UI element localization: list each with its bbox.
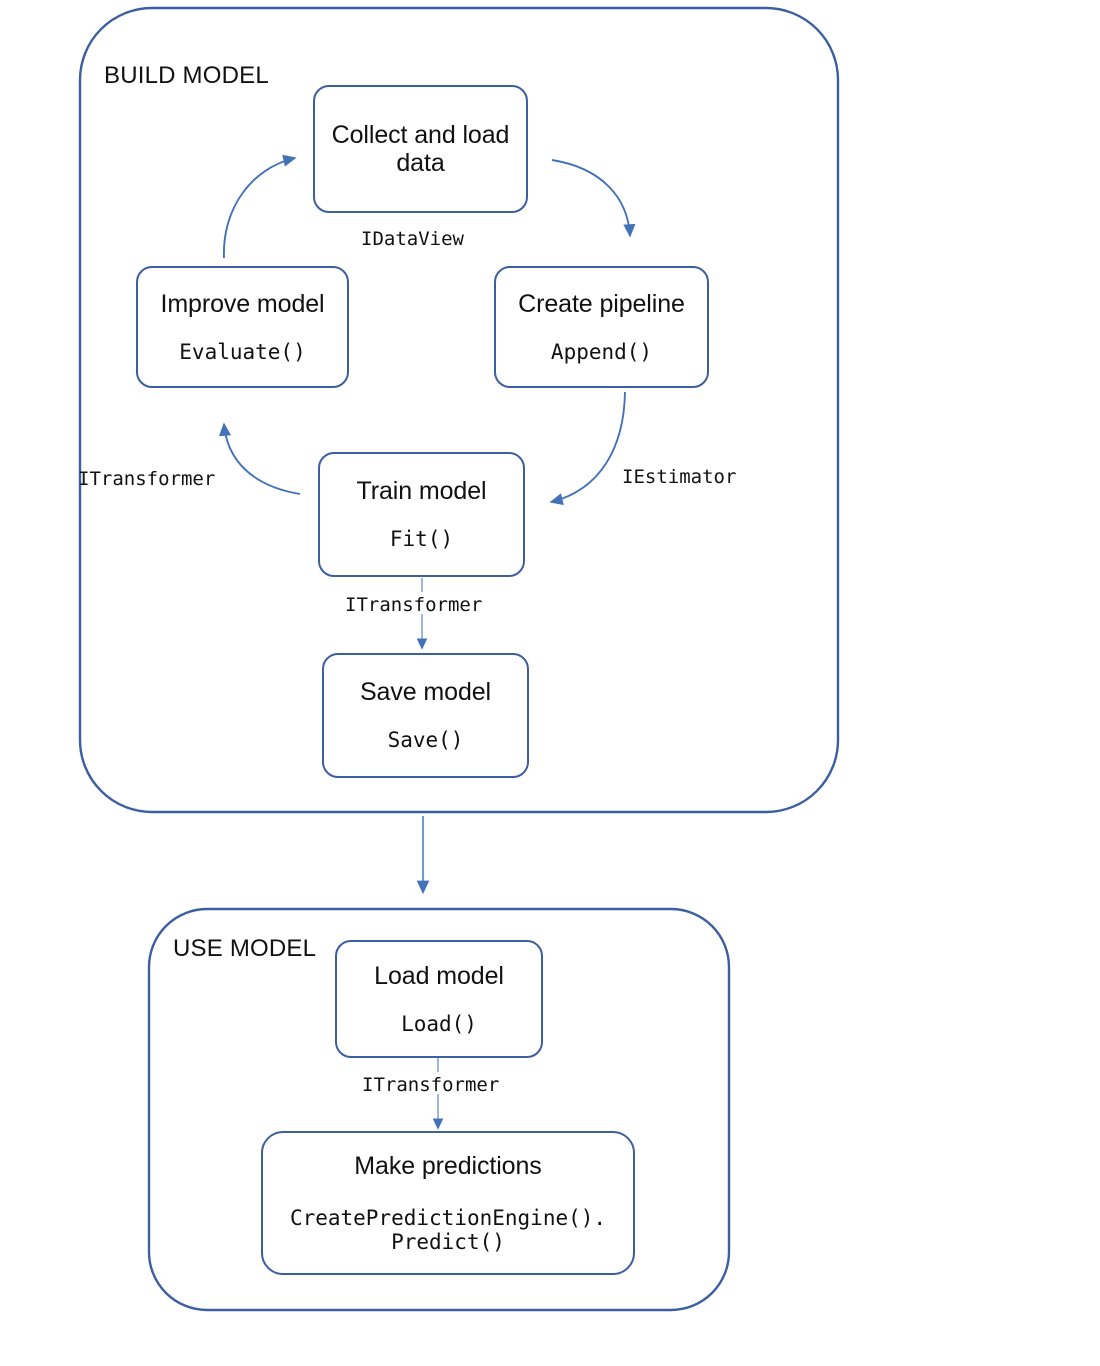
edge-train-to-improve	[218, 422, 301, 495]
node-collect-and-load-data[interactable]: Collect and load data	[313, 85, 528, 213]
use-model-container	[147, 907, 731, 1312]
node-train-model-title: Train model	[356, 477, 487, 506]
group-label-build-model: BUILD MODEL	[104, 62, 269, 89]
node-improve-model-api: Evaluate()	[179, 339, 306, 364]
edge-label-iestimator: IEstimator	[622, 466, 737, 488]
edge-improve-to-collect	[223, 154, 297, 259]
node-save-model-title: Save model	[359, 678, 492, 707]
edge-label-idataview: IDataView	[361, 228, 464, 250]
node-improve-model-title: Improve model	[160, 289, 325, 318]
node-create-pipeline[interactable]: Create pipeline Append()	[494, 266, 709, 388]
node-make-predictions[interactable]: Make predictions CreatePredictionEngine(…	[261, 1131, 635, 1275]
node-improve-model[interactable]: Improve model Evaluate()	[136, 266, 349, 388]
edge-pipeline-to-train	[549, 391, 626, 506]
node-load-model-title: Load model	[374, 961, 504, 990]
edge-label-itransformer-predict: ITransformer	[362, 1074, 500, 1096]
edge-collect-to-pipeline	[551, 159, 636, 238]
node-save-model-api: Save()	[387, 728, 464, 753]
build-model-container	[78, 6, 840, 814]
node-create-pipeline-api: Append()	[550, 339, 653, 364]
node-train-model[interactable]: Train model Fit()	[318, 452, 525, 577]
node-make-predictions-api: CreatePredictionEngine(). Predict()	[289, 1205, 607, 1254]
node-save-model[interactable]: Save model Save()	[322, 653, 529, 778]
edge-label-itransformer-improve: ITransformer	[78, 468, 216, 490]
node-train-model-api: Fit()	[389, 527, 454, 552]
node-load-model-api: Load()	[401, 1011, 477, 1036]
group-label-use-model: USE MODEL	[173, 935, 317, 962]
node-create-pipeline-title: Create pipeline	[518, 289, 685, 318]
edge-label-itransformer-save: ITransformer	[345, 594, 483, 616]
node-load-model[interactable]: Load model Load()	[335, 940, 543, 1058]
node-make-predictions-title: Make predictions	[354, 1151, 542, 1180]
node-collect-title: Collect and load data	[331, 121, 510, 177]
